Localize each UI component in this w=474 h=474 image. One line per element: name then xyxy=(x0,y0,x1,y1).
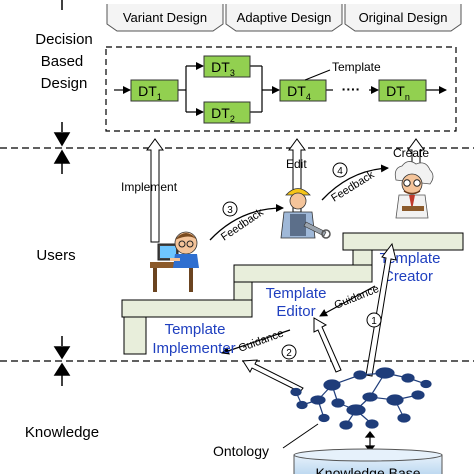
feedback-arrow-1 xyxy=(209,204,284,241)
design-type-adaptive: Adaptive Design xyxy=(225,4,343,32)
dt-ellipsis: ···· xyxy=(342,81,361,97)
editor-person-icon xyxy=(280,188,331,239)
staircase xyxy=(121,232,464,355)
role-template-implementer: Template Implementer xyxy=(152,321,235,357)
dt-node-2: DT2 xyxy=(203,101,251,124)
ontology-kb-link xyxy=(364,431,376,452)
step-2: 2 xyxy=(286,348,292,359)
svg-text:Creator: Creator xyxy=(383,268,433,285)
step-4-circle xyxy=(332,162,348,178)
svg-text:Template: Template xyxy=(266,285,327,302)
implementer-person-icon xyxy=(150,231,199,292)
svg-text:Knowledge Base: Knowledge Base xyxy=(315,465,420,474)
step-3: 3 xyxy=(227,205,233,216)
feedback-arrow-2 xyxy=(321,164,389,201)
guidance-label-1: Guidance xyxy=(333,283,381,312)
knowledge-base-cylinder: Knowledge Base xyxy=(293,448,443,474)
decision-tree-container xyxy=(105,46,457,132)
knowledge-arrow-to-editor xyxy=(313,317,342,373)
create-label: Create xyxy=(393,146,429,160)
step-3-circle xyxy=(222,201,238,217)
dt-node-4: DT4 xyxy=(279,79,327,102)
role-template-editor: Template Editor xyxy=(266,285,327,320)
edit-label: Edit xyxy=(286,157,307,171)
svg-text:Implementer: Implementer xyxy=(152,340,235,357)
ontology-label: Ontology xyxy=(213,443,269,459)
ontology-graph xyxy=(290,367,432,430)
svg-text:DT2: DT2 xyxy=(211,105,235,124)
knowledge-arrow-to-creator xyxy=(365,242,397,377)
svg-text:Adaptive Design: Adaptive Design xyxy=(237,10,332,25)
knowledge-arrow-to-implementer xyxy=(242,359,304,393)
step-2-circle xyxy=(281,344,297,360)
dt-node-3: DT3 xyxy=(203,55,251,78)
step-4: 4 xyxy=(337,166,343,177)
design-type-variant: Variant Design xyxy=(106,4,224,32)
template-label: Template xyxy=(332,60,381,74)
layer-label-knowledge: Knowledge xyxy=(25,424,99,441)
layer-label-users: Users xyxy=(36,247,75,264)
layer-label-decision-3: Design xyxy=(41,75,88,92)
svg-text:DT3: DT3 xyxy=(211,59,235,78)
creator-person-icon xyxy=(394,161,434,219)
guidance-label-2: Guidance xyxy=(237,327,285,354)
step-1: 1 xyxy=(371,316,377,327)
svg-text:DT4: DT4 xyxy=(287,83,311,102)
layer-boundary-arrows xyxy=(53,0,71,386)
dt-node-n: DTn xyxy=(378,79,427,102)
layer-label-decision-1: Decision xyxy=(35,31,93,48)
svg-text:Template: Template xyxy=(165,321,226,338)
decision-tree-connectors xyxy=(114,62,447,116)
guidance-arrow-2 xyxy=(221,329,291,355)
implement-label: Implement xyxy=(121,180,178,194)
svg-text:DTn: DTn xyxy=(386,83,410,102)
guidance-arrow-1 xyxy=(319,285,376,317)
svg-text:Editor: Editor xyxy=(276,303,315,320)
dt-node-1: DT1 xyxy=(130,79,179,102)
design-type-original: Original Design xyxy=(344,4,462,32)
template-pointer xyxy=(304,69,331,81)
implement-arrow xyxy=(146,138,164,243)
step-1-circle xyxy=(366,312,382,328)
svg-text:Variant Design: Variant Design xyxy=(123,10,207,25)
layer-label-decision-2: Based xyxy=(41,53,84,70)
ontology-pointer xyxy=(282,423,319,449)
svg-text:Original Design: Original Design xyxy=(359,10,448,25)
svg-text:DT1: DT1 xyxy=(138,83,162,102)
